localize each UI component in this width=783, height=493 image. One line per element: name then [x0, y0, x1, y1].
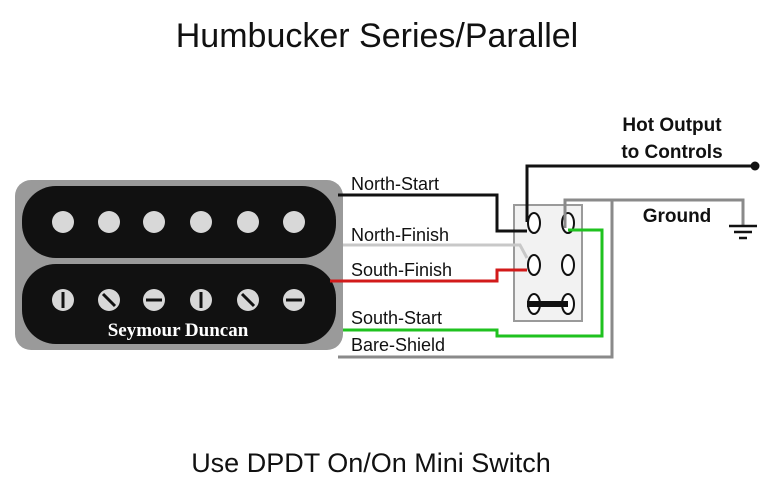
- wire-north-start: [338, 193, 527, 233]
- south-pole-screws: [52, 289, 305, 311]
- south-pole-screw: [98, 289, 120, 311]
- ground-symbol-icon: [729, 224, 757, 240]
- label-south-start: South-Start: [351, 308, 442, 328]
- south-pole-screw: [143, 289, 165, 311]
- south-pole-screw: [237, 289, 259, 311]
- ground-label: Ground: [643, 206, 712, 227]
- wire-south-finish: [330, 268, 527, 283]
- label-north-finish: North-Finish: [351, 225, 449, 245]
- north-pole-piece: [52, 211, 74, 233]
- switch-lug: [527, 254, 541, 276]
- dpdt-switch-icon: [513, 204, 583, 322]
- humbucker-pickup-icon: Seymour Duncan: [15, 180, 343, 350]
- hot-output-label-line2: to Controls: [621, 142, 722, 163]
- north-pole-piece: [190, 211, 212, 233]
- diagram-caption: Use DPDT On/On Mini Switch: [191, 448, 551, 478]
- pickup-brand-label: Seymour Duncan: [108, 320, 249, 341]
- label-bare-shield: Bare-Shield: [351, 335, 445, 355]
- wire-south-start: [343, 228, 604, 338]
- label-south-finish: South-Finish: [351, 260, 452, 280]
- north-pole-piece: [98, 211, 120, 233]
- north-pole-piece: [143, 211, 165, 233]
- hot-output-wire: [525, 164, 755, 222]
- hot-output-terminal: [750, 161, 760, 171]
- diagram-title: Humbucker Series/Parallel: [176, 17, 579, 55]
- north-pole-piece: [283, 211, 305, 233]
- south-pole-screw: [52, 289, 74, 311]
- north-pole-pieces: [52, 211, 305, 233]
- south-pole-screw: [283, 289, 305, 311]
- hot-output-label-line1: Hot Output: [622, 115, 722, 136]
- south-coil: [22, 264, 336, 344]
- south-pole-screw: [190, 289, 212, 311]
- switch-lug: [561, 254, 575, 276]
- ground-wire: [565, 198, 745, 225]
- switch-lug: [527, 212, 541, 234]
- label-north-start: North-Start: [351, 174, 439, 194]
- wire-north-finish: [343, 243, 529, 259]
- north-pole-piece: [237, 211, 259, 233]
- north-coil: [22, 186, 336, 258]
